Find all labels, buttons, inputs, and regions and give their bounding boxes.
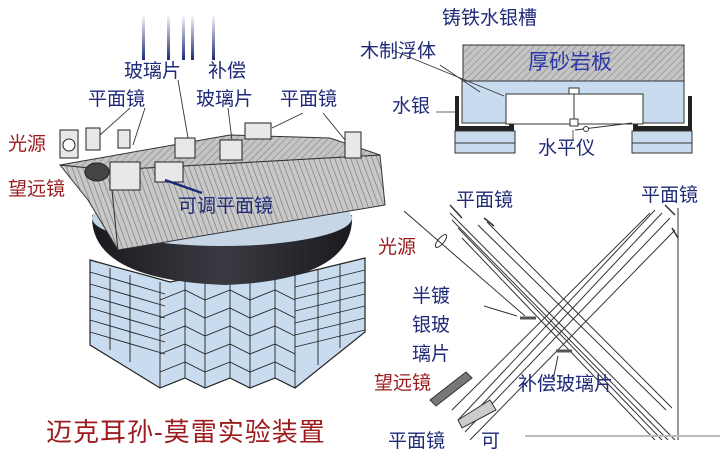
label-plane-mirror-right: 平面镜	[280, 88, 338, 110]
label-sandstone-slab: 厚砂岩板	[528, 50, 612, 74]
label-light-source: 光源	[8, 133, 47, 155]
label-glass-plate: 玻璃片	[124, 60, 182, 82]
label-plane-mirror-left: 平面镜	[88, 88, 146, 110]
cross-section-diagram	[391, 44, 693, 154]
label-glass-plate-2: 玻璃片	[196, 88, 254, 110]
label-plane-mirror-bottom: 平面镜	[388, 430, 446, 452]
label-half-silvered-3: 璃片	[412, 343, 451, 365]
apparatus-leaders	[99, 79, 346, 195]
label-adjustable-partial: 可	[481, 430, 501, 452]
label-mercury: 水银	[392, 95, 431, 117]
label-telescope: 望远镜	[8, 178, 66, 200]
label-plane-mirror-top-left: 平面镜	[456, 189, 514, 211]
label-half-silvered-2: 银玻	[412, 314, 451, 336]
label-light-source-path: 光源	[378, 236, 417, 258]
light-path-diagram	[403, 204, 720, 441]
label-cast-iron-trough: 铸铁水银槽	[442, 7, 538, 29]
label-telescope-path: 望远镜	[374, 372, 432, 394]
top-fade-lines	[142, 14, 215, 60]
label-adjustable-mirror: 可调平面镜	[178, 195, 274, 217]
label-half-silvered-1: 半镀	[412, 285, 451, 307]
label-level: 水平仪	[538, 137, 596, 159]
label-wooden-float: 木制浮体	[360, 40, 437, 62]
label-plane-mirror-top-right: 平面镜	[641, 184, 699, 206]
label-compensating-plate: 补偿玻璃片	[518, 373, 614, 395]
diagram-title: 迈克耳孙-莫雷实验装置	[46, 418, 326, 448]
brick-pedestal	[89, 257, 366, 389]
slab-instruments	[59, 122, 362, 191]
label-compensating: 补偿	[208, 60, 247, 82]
